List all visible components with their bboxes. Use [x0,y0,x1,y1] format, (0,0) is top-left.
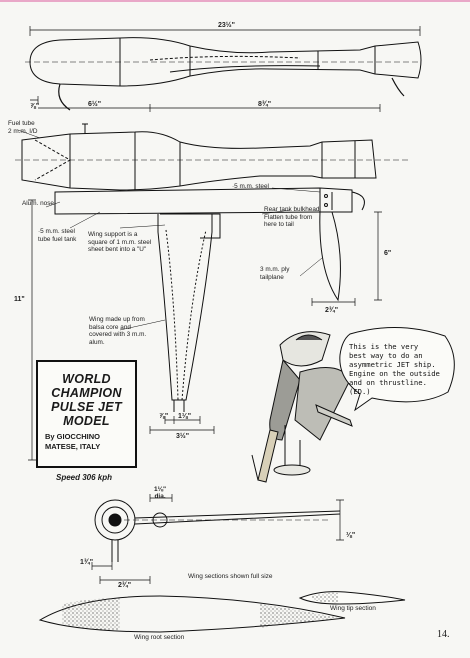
tailplane [311,211,356,306]
dim-nose-offset: ⅞" [30,103,40,110]
dim-wing-root-b: 1⅛" [178,413,192,420]
label-steel-tube-tank: ·5 m.m. steel tube fuel tank [38,228,77,243]
dim-overall-length: 23½" [218,22,235,29]
editor-note: This is the very best way to do an asymm… [349,342,440,396]
caption-wing-tip-section: Wing tip section [330,605,376,612]
dim-front-offset: 1¾" [80,559,94,566]
label-steel-half-mm: ·5 m.m. steel [232,183,269,190]
title-by: By GIOCCHINO [45,432,101,441]
wing-tip-section [298,591,406,605]
dim-tail-chord: 2¾" [325,307,339,314]
label-alum-nose: Alum. nose [22,200,54,207]
dim-front-span: 2¾" [118,582,132,589]
dim-tail-height: 6" [384,250,392,257]
label-wing-made: Wing made up from balsa core and covered… [89,316,147,346]
dim-wing-root-a: ⅞" [159,413,169,420]
top-view-fuselage [25,37,422,111]
title-main: WORLD CHAMPION PULSE JET MODEL [51,372,122,428]
dim-rear-section: 8¾" [258,101,272,108]
front-view [91,494,344,584]
top-border-rule [0,0,470,2]
caption-sections-full-size: Wing sections shown full size [188,573,273,580]
label-rear-bulkhead: Rear tank bulkhead. Flatten tube from he… [264,206,322,228]
fuel-tank-tube [54,187,365,215]
dim-tube-dia: 1⅛" dia. [154,486,167,500]
perspective-sketch [251,331,353,483]
overall-height-dimension [28,199,36,461]
wing-elevation [149,213,221,434]
title-box: WORLD CHAMPION PULSE JET MODEL By GIOCCH… [36,360,137,468]
label-wing-support: Wing support is a square of 1 m.m. steel… [88,231,152,253]
dimension-lines-top [29,26,421,112]
dim-height: 11" [14,296,25,303]
side-view-fuselage [15,123,410,191]
label-tailplane: 3 m.m. ply tailplane [260,266,290,281]
wing-root-section [38,595,346,633]
label-fuel-tube: Fuel tube 2 m.m. I/D [8,120,38,135]
dim-wing-root-total: 3½" [176,433,190,440]
page-number: 14. [437,629,450,640]
speech-balloon [339,327,455,412]
speed-label: Speed 306 kph [56,473,113,482]
tail-height-dimension [374,211,382,301]
caption-wing-root-section: Wing root section [134,634,185,641]
dim-right-offset: ⅛" [346,532,356,539]
leader-lines [17,129,323,331]
dim-front-section: 6½" [88,101,102,108]
title-author: MATESE, ITALY [45,442,101,451]
